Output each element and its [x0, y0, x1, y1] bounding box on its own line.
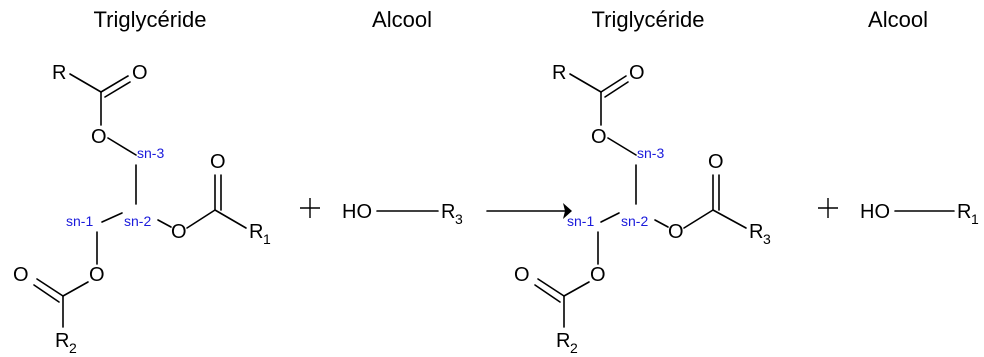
- product-bottom-ester-oxygen: O: [590, 264, 606, 286]
- reaction-arrow: [486, 203, 572, 219]
- product-sn1-label: sn-1: [567, 213, 594, 229]
- product-alcohol: HO R 1: [860, 201, 979, 227]
- bottom-carbonyl-oxygen: O: [13, 264, 29, 286]
- product-sn3-label: sn-3: [637, 145, 664, 161]
- reactant-hydroxyl: HO: [342, 201, 372, 223]
- plus-sign-2: [818, 198, 838, 218]
- r3-label: R: [441, 201, 455, 223]
- top-carbonyl-oxygen: O: [132, 62, 148, 84]
- product-r3-label: R: [749, 221, 763, 243]
- product-top-carbonyl-oxygen: O: [629, 62, 645, 84]
- right-carbonyl-oxygen: O: [210, 151, 226, 173]
- top-ester-oxygen: O: [91, 126, 107, 148]
- sn1-label: sn-1: [66, 213, 93, 229]
- right-ester-oxygen: O: [171, 221, 187, 243]
- product-top-ester-oxygen: O: [591, 126, 607, 148]
- reactant-triglyceride-header: Triglycéride: [94, 7, 207, 32]
- product-top-r-label: R: [552, 62, 566, 84]
- reactant-alcohol-header: Alcool: [372, 7, 432, 32]
- product-alcohol-header: Alcool: [868, 7, 928, 32]
- r1-subscript: 1: [263, 231, 271, 247]
- sn2-label: sn-2: [124, 213, 151, 229]
- product-r2-subscript: 2: [570, 340, 578, 356]
- top-r-label: R: [52, 62, 66, 84]
- sn3-label: sn-3: [137, 145, 164, 161]
- plus-sign-1: [300, 198, 320, 218]
- reactant-alcohol: HO R 3: [342, 201, 463, 227]
- product-right-ester-oxygen: O: [668, 221, 684, 243]
- r2-subscript: 2: [69, 340, 77, 356]
- product-right-carbonyl-oxygen: O: [708, 151, 724, 173]
- product-r3-subscript: 3: [763, 231, 771, 247]
- r1-product-subscript: 1: [971, 211, 979, 227]
- r2-label: R: [55, 330, 69, 352]
- product-triglyceride-header: Triglycéride: [592, 7, 705, 32]
- product-triglyceride: R O O sn-3 sn-2 sn-1 O O R 3 O O R 2: [514, 62, 771, 356]
- product-hydroxyl: HO: [860, 201, 890, 223]
- bottom-ester-oxygen: O: [89, 264, 105, 286]
- product-sn2-label: sn-2: [621, 213, 648, 229]
- product-r2-label: R: [556, 330, 570, 352]
- r1-label: R: [249, 221, 263, 243]
- r3-subscript: 3: [455, 211, 463, 227]
- reactant-triglyceride: R O O sn-3 sn-2 sn-1 O O R 1 O O R 2: [13, 62, 271, 356]
- r1-product-label: R: [957, 201, 971, 223]
- product-bottom-carbonyl-oxygen: O: [514, 264, 530, 286]
